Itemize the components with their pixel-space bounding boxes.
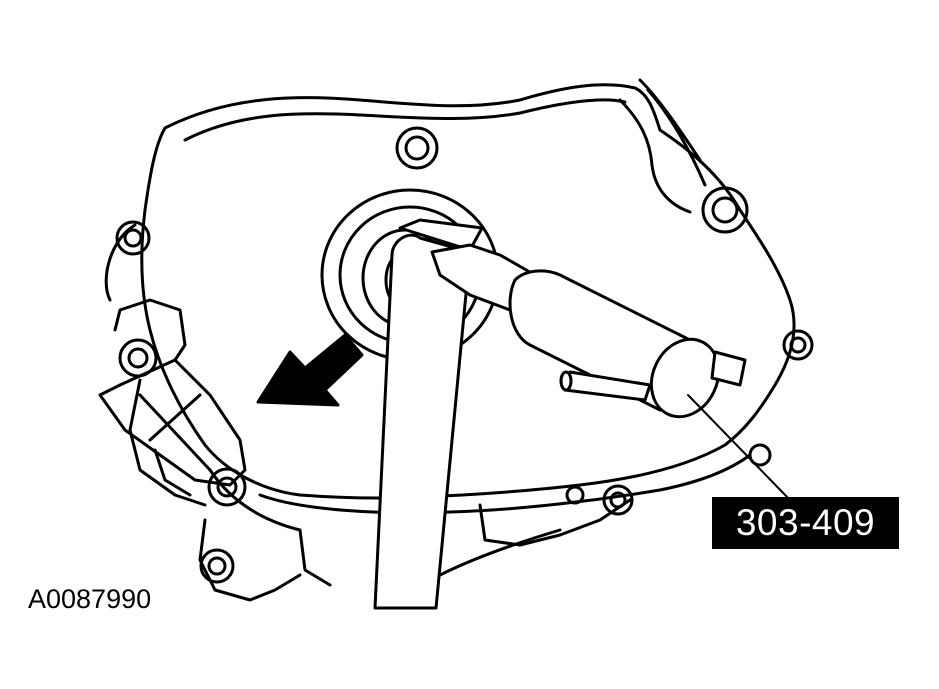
direction-arrow-icon <box>256 333 364 407</box>
tool-number-label: 303-409 <box>712 497 899 549</box>
lower-housing <box>128 378 632 602</box>
special-tool-303-409 <box>430 243 747 419</box>
bolt-icon <box>115 126 814 584</box>
front-cover-outline <box>140 78 796 532</box>
leader-line <box>687 394 791 501</box>
figure-id: A0087990 <box>28 584 152 614</box>
engine-mount-bracket <box>98 223 247 487</box>
